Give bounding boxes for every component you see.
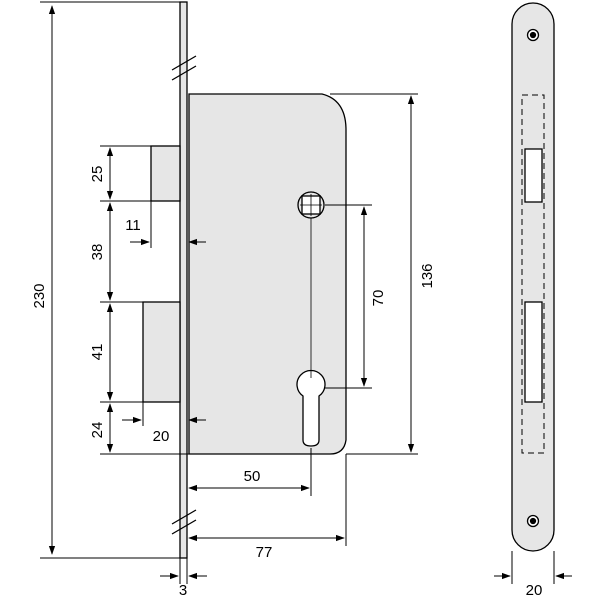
keyhole-icon <box>296 369 326 447</box>
break-mark-top <box>171 55 197 81</box>
dim-latch-bolt-gap: 38 <box>89 244 106 261</box>
dim-bolt-to-bottom: 24 <box>89 422 106 439</box>
hidden-case-outline <box>521 94 545 454</box>
front-view <box>494 2 572 584</box>
dead-bolt <box>142 301 181 403</box>
dim-case-height: 136 <box>419 263 436 288</box>
latch-opening <box>524 148 543 203</box>
dim-case-depth: 77 <box>256 544 273 561</box>
square-follower-icon <box>297 191 325 219</box>
lock-case <box>188 93 347 455</box>
screw-hole-icon <box>526 514 540 528</box>
break-mark-bottom <box>171 509 197 535</box>
dim-bolt-height: 41 <box>89 344 106 361</box>
faceplate <box>179 1 188 559</box>
dim-follower-keyhole: 70 <box>370 290 387 307</box>
side-view <box>142 1 347 559</box>
dimension-lines <box>40 1 418 584</box>
dim-latch-height: 25 <box>89 166 106 183</box>
latch-bolt <box>150 145 181 202</box>
dim-backset: 50 <box>244 468 261 485</box>
dim-plate-thickness: 3 <box>179 582 187 599</box>
screw-hole-icon <box>526 28 540 42</box>
dim-plate-width: 20 <box>526 582 543 599</box>
dim-latch-projection: 11 <box>125 217 141 234</box>
bolt-opening <box>524 301 543 403</box>
dim-bolt-projection: 20 <box>153 428 170 445</box>
dimension-labels: 230 25 38 41 24 11 20 70 136 50 77 3 20 <box>31 166 542 599</box>
front-plate <box>511 2 555 552</box>
dim-total-height: 230 <box>31 283 48 308</box>
